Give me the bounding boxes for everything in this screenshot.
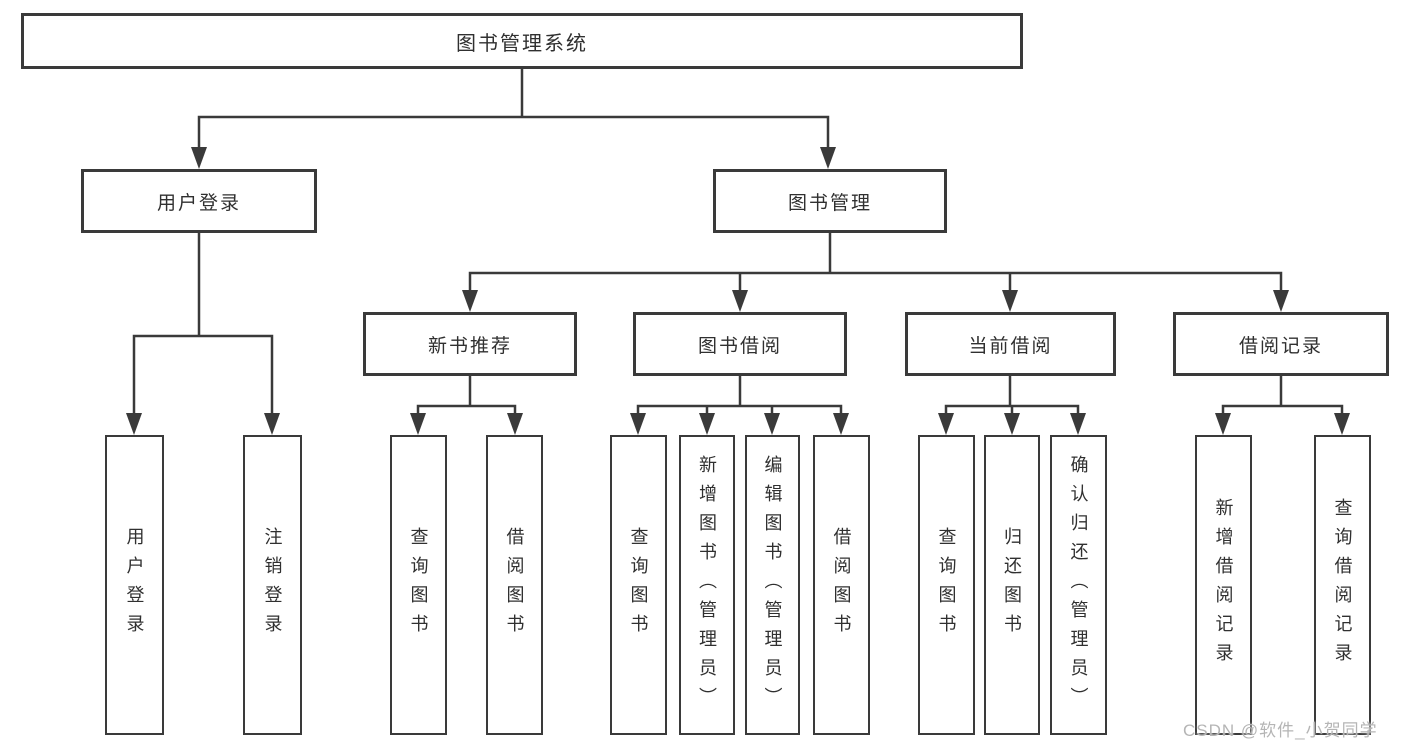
node-leaf-edit-books-admin: 编辑图书（管理员） (745, 435, 800, 735)
connector-book-borrow-children (636, 374, 843, 420)
node-user-login: 用户登录 (81, 169, 317, 233)
arrowhead-icon (938, 413, 954, 435)
arrowhead-icon (1004, 413, 1020, 435)
node-current-borrowing: 当前借阅 (905, 312, 1116, 376)
connector-user-login-children (132, 231, 274, 420)
node-book-management: 图书管理 (713, 169, 947, 233)
connector-borrow-records-children (1221, 374, 1344, 420)
node-leaf-borrow-books-1: 借阅图书 (486, 435, 543, 735)
arrowhead-icon (410, 413, 426, 435)
arrowhead-icon (462, 290, 478, 312)
node-new-book-recommend: 新书推荐 (363, 312, 577, 376)
node-leaf-add-borrow-record: 新增借阅记录 (1195, 435, 1252, 735)
connector-root-to-level2 (197, 67, 830, 154)
arrowhead-icon (1273, 290, 1289, 312)
node-leaf-user-login: 用户登录 (105, 435, 164, 735)
node-leaf-query-books-1: 查询图书 (390, 435, 447, 735)
arrowhead-icon (630, 413, 646, 435)
node-leaf-query-borrow-record: 查询借阅记录 (1314, 435, 1371, 735)
node-root-system: 图书管理系统 (21, 13, 1023, 69)
node-borrow-records: 借阅记录 (1173, 312, 1389, 376)
connector-book-mgmt-children (468, 231, 1283, 297)
arrowhead-icon (1070, 413, 1086, 435)
node-leaf-query-books-3: 查询图书 (918, 435, 975, 735)
node-leaf-return-books: 归还图书 (984, 435, 1040, 735)
arrowhead-icon (1334, 413, 1350, 435)
node-leaf-borrow-books-2: 借阅图书 (813, 435, 870, 735)
arrowhead-icon (820, 147, 836, 169)
connector-new-book-children (416, 374, 517, 420)
node-leaf-query-books-2: 查询图书 (610, 435, 667, 735)
connector-current-borrow-children (944, 374, 1080, 420)
arrowhead-icon (264, 413, 280, 435)
csdn-watermark: CSDN @软件_小贺同学 (1183, 721, 1378, 740)
node-book-borrowing: 图书借阅 (633, 312, 847, 376)
arrowhead-icon (1002, 290, 1018, 312)
arrowhead-icon (764, 413, 780, 435)
arrowhead-icon (833, 413, 849, 435)
arrowhead-icon (191, 147, 207, 169)
arrowhead-icon (732, 290, 748, 312)
node-leaf-add-books-admin: 新增图书（管理员） (679, 435, 735, 735)
arrowhead-icon (507, 413, 523, 435)
arrowhead-icon (699, 413, 715, 435)
arrowhead-icon (1215, 413, 1231, 435)
arrowhead-icon (126, 413, 142, 435)
node-leaf-logout: 注销登录 (243, 435, 302, 735)
node-leaf-confirm-return-admin: 确认归还（管理员） (1050, 435, 1107, 735)
